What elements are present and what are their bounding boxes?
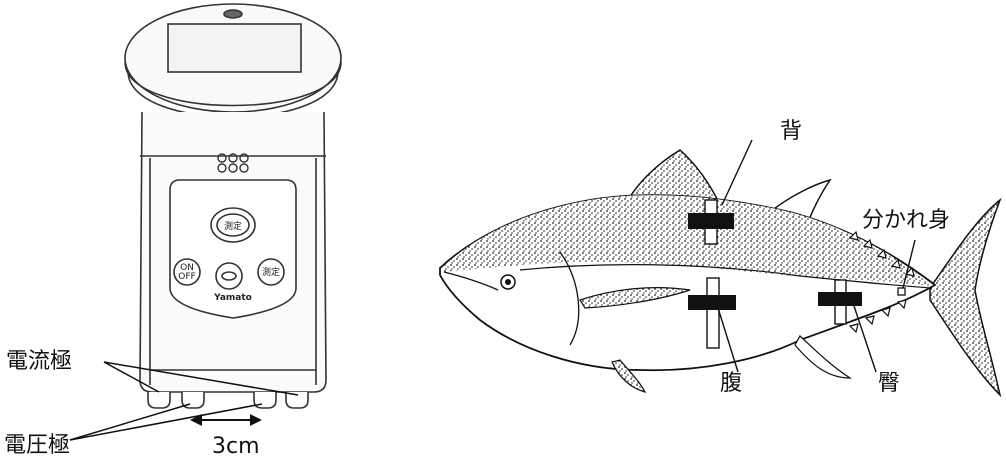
power-button-label-off: OFF [178,272,195,282]
back-label: 背 [780,119,802,144]
right-button-label: 測定 [262,266,280,278]
wakaremi-marker [898,288,905,295]
center-button[interactable] [216,263,242,289]
anal-fin [795,336,850,378]
electrode-pins [148,392,308,408]
device-brand: Yamato [213,293,252,303]
anal-label: 臀 [878,371,900,396]
device-display [168,24,301,72]
wakaremi-label: 分かれ身 [862,208,950,233]
spacing-arrow [190,414,262,426]
voltage-electrode-label: 電圧極 [4,433,70,458]
tuna-illustration [440,150,1000,395]
meter-device [125,4,341,408]
spacing-label: 3cm [212,434,260,459]
device-sensor-dot [224,10,242,18]
current-electrode-label: 電流極 [6,349,72,374]
belly-label: 腹 [720,371,742,396]
measure-button-label: 測定 [224,220,242,232]
